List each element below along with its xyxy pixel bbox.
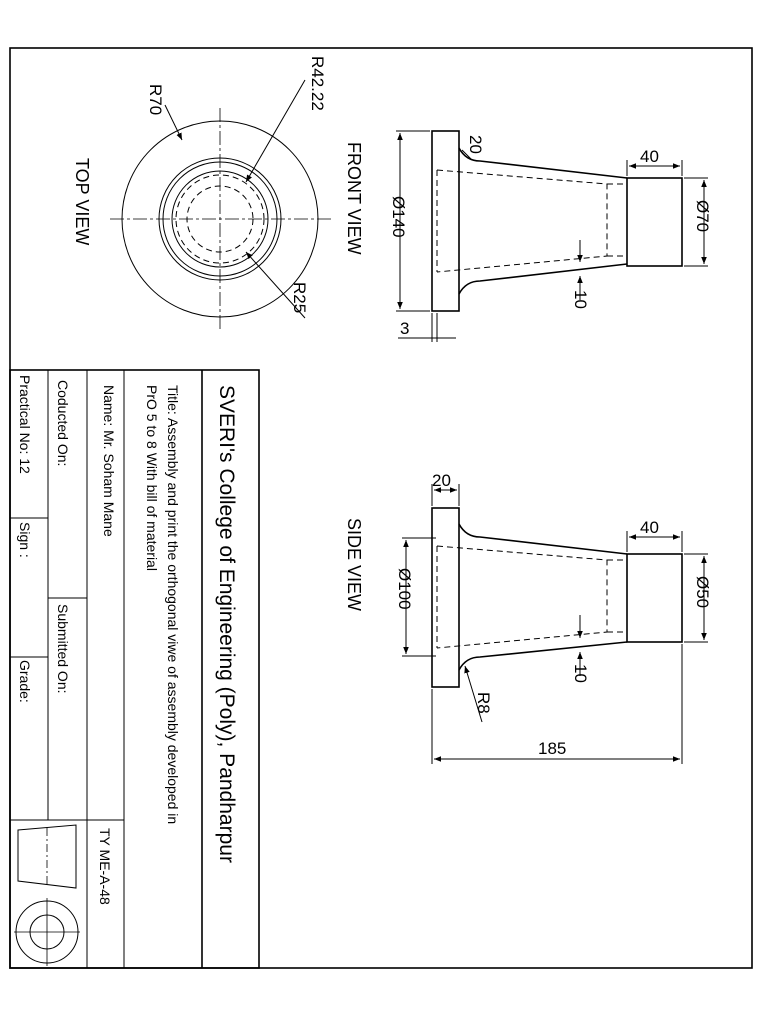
student-name: Name: Mr. Soham Mane (101, 385, 117, 537)
top-view-hidden-circle-1 (175, 174, 265, 264)
side-view-label: SIDE VIEW (344, 518, 364, 611)
submitted-on: Submitted On: (55, 604, 71, 694)
side-view-thk20-label: 20 (432, 471, 451, 490)
side-view: SIDE VIEW Ø100 Ø50 40 20 10 R8 185 (344, 471, 712, 764)
front-view-hidden-lines (436, 169, 627, 273)
front-view-flange (431, 130, 460, 312)
side-view-len185-label: 185 (538, 739, 566, 758)
side-view-r8-label: R8 (474, 692, 493, 714)
grade-field: Grade: (17, 660, 33, 703)
side-view-end-boss (626, 553, 683, 643)
front-view-len40-label: 40 (640, 147, 659, 166)
title-block-frame (9, 369, 260, 969)
front-view-body-outline (458, 147, 628, 295)
top-view-r42-label: R42.22 (308, 56, 327, 111)
side-view-body-outline (458, 523, 628, 671)
front-view-dia140-label: Ø140 (389, 196, 408, 238)
drawing-title-line1: Title: Assembly and print the orthogonal… (165, 385, 181, 824)
front-view: FRONT VIEW Ø140 Ø70 40 20 10 3 (344, 130, 712, 342)
sheet-border (9, 47, 753, 969)
drawing-title-line2: PrO 5 to 8 With bill of material (144, 385, 160, 571)
top-view-r25-leader (245, 251, 306, 319)
side-view-wall10-label: 10 (571, 664, 590, 683)
college-name: SVERI's College of Engineering (Poly), P… (215, 385, 238, 863)
title-block: SVERI's College of Engineering (Poly), P… (9, 369, 260, 969)
top-view-r25-label: R25 (290, 282, 309, 313)
side-view-dia100-label: Ø100 (395, 568, 414, 610)
front-view-thk3-label: 3 (400, 319, 409, 338)
top-view-r42-leader (245, 79, 306, 183)
top-view-label: TOP VIEW (72, 158, 92, 245)
side-view-r8-leader (464, 665, 483, 723)
front-view-end-boss (626, 177, 683, 267)
front-view-dia70-label: Ø70 (693, 200, 712, 232)
top-view-r70-label: R70 (146, 84, 165, 115)
top-view-r70-leader (164, 104, 183, 141)
side-view-dia50-label: Ø50 (693, 576, 712, 608)
projection-symbol-cone (17, 824, 77, 889)
side-view-len40-label: 40 (640, 518, 659, 537)
front-view-fillet-leader (461, 149, 473, 161)
front-view-label: FRONT VIEW (344, 142, 364, 255)
conducted-on: Coducted On: (55, 380, 71, 466)
roll-number: TY ME-A-48 (97, 828, 113, 905)
front-view-wall10-label: 10 (571, 290, 590, 309)
projection-symbol (14, 824, 80, 966)
side-view-flange (431, 507, 460, 688)
top-view: R70 R42.22 R25 TOP VIEW (72, 56, 332, 330)
sign-field: Sign : (17, 522, 33, 558)
practical-number: Practical No: 12 (17, 375, 33, 474)
front-view-fillet20-label: 20 (466, 135, 485, 154)
side-view-hidden-lines (436, 545, 627, 649)
